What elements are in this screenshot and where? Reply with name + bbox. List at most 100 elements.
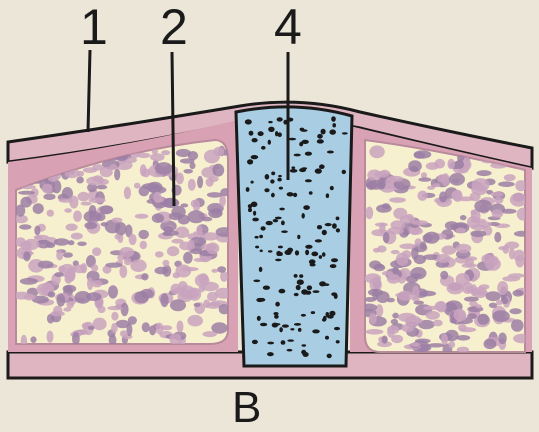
spongy-trabecula [457,347,469,353]
spongy-trabecula [66,224,78,231]
spongy-trabecula [426,311,440,320]
spongy-trabecula [209,176,219,182]
spongy-trabecula [456,244,472,253]
spongy-trabecula [201,244,216,251]
spongy-trabecula [413,301,424,305]
spongy-trabecula [119,265,127,278]
spongy-trabecula [25,294,34,298]
spongy-trabecula [180,203,188,207]
cartilage-cell [310,262,314,266]
spongy-trabecula [187,315,203,327]
spongy-trabecula [76,177,84,184]
spongy-trabecula [98,179,109,185]
cartilage-cell [336,217,340,221]
spongy-trabecula [142,322,150,332]
cartilage-cell [279,187,283,190]
cartilage-cell [281,221,285,226]
spongy-trabecula [494,232,501,243]
spongy-trabecula [391,319,398,325]
cartilage-cell [336,228,340,232]
spongy-trabecula [459,327,476,332]
spongy-trabecula [447,159,455,170]
cartilage-cell [301,289,308,294]
spongy-trabecula [43,193,55,200]
spongy-trabecula [377,245,387,252]
cartilage-cell [281,230,288,233]
cartilage-cell [312,329,320,333]
spongy-trabecula [109,164,117,170]
cartilage-cell [307,285,312,290]
spongy-trabecula [484,339,497,349]
spongy-trabecula [513,250,525,262]
spongy-trabecula [65,268,76,281]
spongy-trabecula [418,291,436,297]
cartilage-cell [266,221,273,225]
cartilage-cell [258,131,264,136]
spongy-trabecula [511,319,524,332]
spongy-trabecula [398,313,416,322]
spongy-trabecula [38,261,54,269]
cartilage-cell [275,323,281,325]
cartilage-cell [252,340,258,344]
cartilage-cell [255,236,259,239]
spongy-trabecula [129,234,137,245]
spongy-trabecula [134,183,141,189]
cartilage-cell [297,279,304,285]
spongy-trabecula [66,301,74,309]
spongy-trabecula [57,294,66,307]
spongy-trabecula [91,280,102,287]
spongy-trabecula [187,210,204,223]
spongy-trabecula [23,251,30,261]
spongy-trabecula [515,180,526,191]
cartilage-cell [287,248,293,253]
cartilage-cell [271,193,275,198]
spongy-trabecula [30,336,36,343]
spongy-trabecula [202,217,213,222]
spongy-trabecula [212,164,224,177]
spongy-trabecula [47,331,54,343]
cartilage-cell [326,193,329,198]
cartilage-cell [311,252,318,257]
spongy-trabecula [399,243,416,249]
spongy-trabecula [155,162,173,175]
cartilage-cell [299,168,306,172]
spongy-trabecula [412,220,428,225]
spongy-trabecula [508,273,525,278]
cartilage-cell [332,223,337,229]
cartilage-cell [275,302,280,307]
spongy-trabecula [208,209,222,219]
label-2: 2 [160,0,188,55]
spongy-trabecula [193,199,200,212]
spongy-trabecula [114,168,120,180]
spongy-trabecula [481,254,494,264]
spongy-trabecula [124,258,132,266]
label-4: 4 [274,0,302,55]
spongy-trabecula [120,330,128,337]
spongy-trabecula [211,269,218,273]
spongy-trabecula [396,253,409,266]
spongy-trabecula [152,213,164,223]
spongy-trabecula [393,208,407,220]
spongy-trabecula [414,255,426,264]
cartilage-cell [294,293,299,296]
cartilage-cell [245,119,252,124]
cartilage-cell [293,193,297,197]
spongy-trabecula [59,198,74,203]
spongy-trabecula [20,278,38,285]
cartilage-cell [302,213,305,219]
spongy-trabecula [81,202,92,206]
spongy-trabecula [83,167,97,173]
cartilage-cell [334,327,340,330]
spongy-trabecula [124,187,131,200]
spongy-trabecula [470,192,481,201]
spongy-trabecula [418,177,431,181]
cartilage-cell [302,344,307,346]
cartilage-cell [319,255,322,259]
spongy-trabecula [96,185,107,190]
spongy-trabecula [92,247,101,256]
spongy-trabecula [410,166,418,172]
spongy-trabecula [48,291,56,297]
spongy-trabecula [96,213,106,221]
spongy-trabecula [130,259,146,272]
spongy-trabecula [475,304,482,308]
